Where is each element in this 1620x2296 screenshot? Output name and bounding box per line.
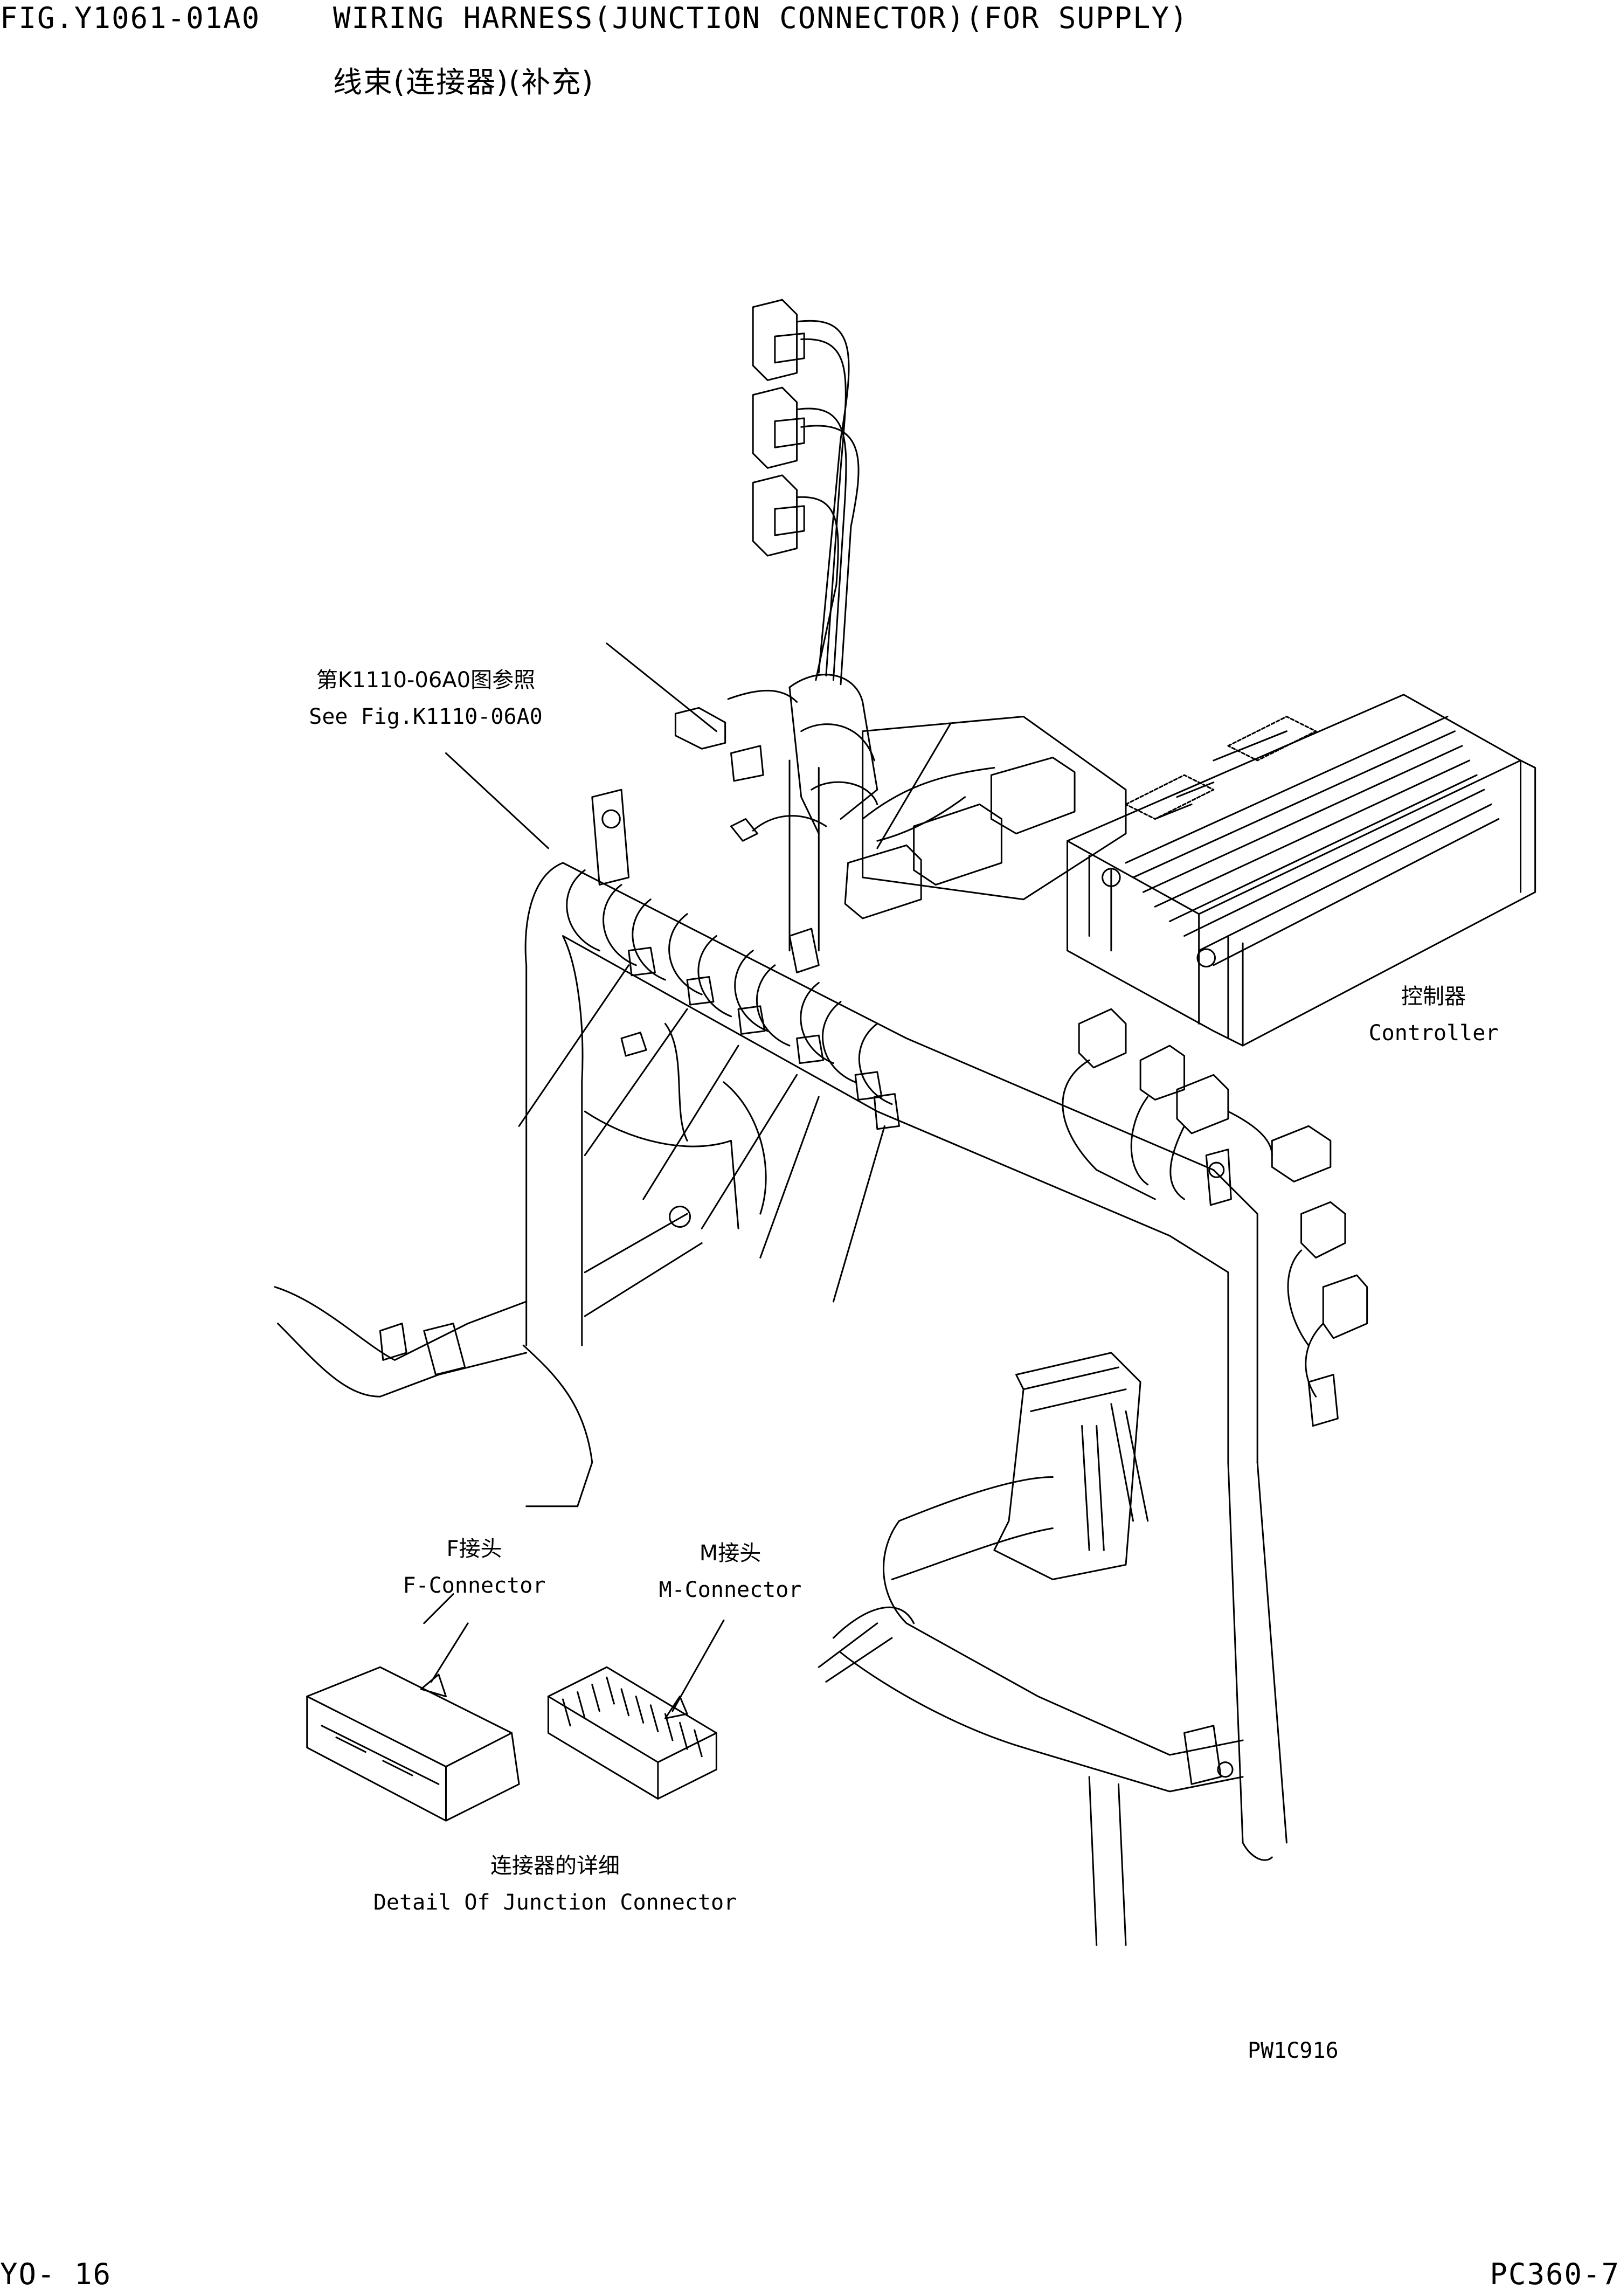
controller-callout-cn: 控制器 <box>1401 984 1466 1009</box>
bracket-connectors <box>845 758 1075 918</box>
connector-block <box>994 1353 1148 1580</box>
f-connector-callout-en: F-Connector <box>403 1573 546 1598</box>
detail-callout: 连接器的详细 Detail Of Junction Connector <box>345 1848 765 1921</box>
f-connector-callout: F接头 F-Connector <box>377 1531 571 1604</box>
detail-callout-en: Detail Of Junction Connector <box>373 1890 737 1915</box>
detail-callout-cn: 连接器的详细 <box>490 1854 620 1878</box>
figure-number: FIG.Y1061-01A0 <box>0 1 261 35</box>
controller-callout-en: Controller <box>1368 1021 1499 1046</box>
reference-callout: 第K1110-06A0图参照 See Fig.K1110-06A0 <box>280 662 571 735</box>
f-connector-detail <box>307 1594 519 1821</box>
model-code: PC360-7 <box>1490 2257 1620 2291</box>
controller-callout: 控制器 Controller <box>1347 978 1520 1052</box>
lower-left-harness <box>275 1082 766 1396</box>
right-connectors <box>1063 1009 1367 1426</box>
bracket-panel <box>863 717 1126 900</box>
controller-unit <box>1067 695 1535 1046</box>
page-number: YO- 16 <box>0 2257 112 2291</box>
reference-callout-en: See Fig.K1110-06A0 <box>309 704 543 729</box>
lower-right-harness <box>819 1462 1286 1945</box>
reference-callout-cn: 第K1110-06A0图参照 <box>316 668 536 693</box>
figure-title-en: WIRING HARNESS(JUNCTION CONNECTOR)(FOR S… <box>333 1 1189 35</box>
m-connector-callout-cn: M接头 <box>699 1541 761 1566</box>
m-connector-callout: M接头 M-Connector <box>633 1535 827 1608</box>
m-connector-detail <box>548 1620 724 1799</box>
upper-connector-group <box>753 300 859 684</box>
center-bundle <box>675 675 877 951</box>
drawing-code: PW1C916 <box>1248 2038 1339 2063</box>
figure-title-cn: 线束(连接器)(补充) <box>333 65 594 99</box>
m-connector-callout-en: M-Connector <box>659 1578 802 1602</box>
f-connector-callout-cn: F接头 <box>446 1537 502 1561</box>
main-trunk <box>446 753 1257 1506</box>
